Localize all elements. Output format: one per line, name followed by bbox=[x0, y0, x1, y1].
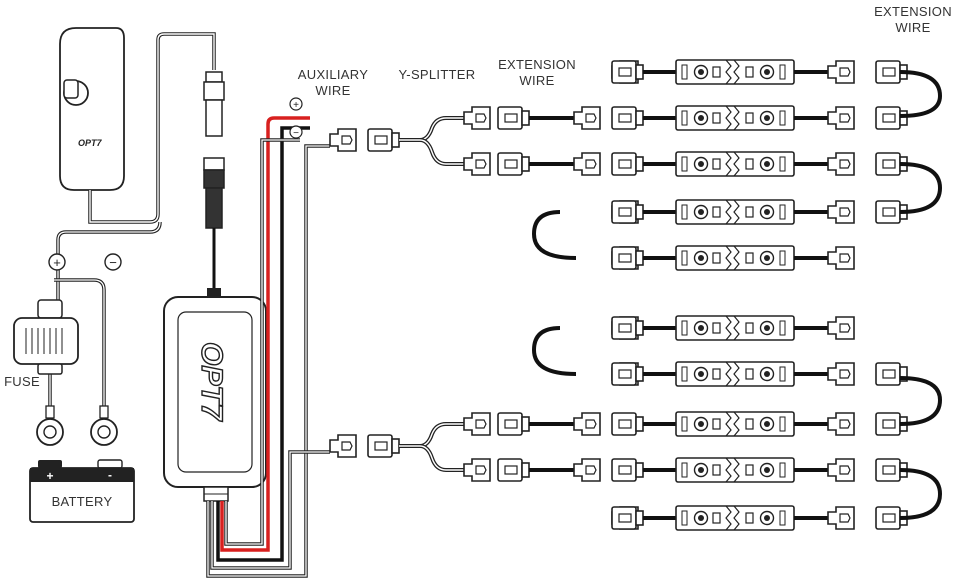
led-row-4 bbox=[611, 199, 908, 225]
led-row-2 bbox=[643, 105, 908, 131]
battery-minus: - bbox=[108, 468, 112, 482]
battery-icon: + - bbox=[29, 459, 135, 523]
label-auxiliary-line2: WIRE bbox=[315, 83, 351, 98]
label-extension-top-line2: WIRE bbox=[895, 20, 931, 35]
led-module-icon bbox=[675, 199, 795, 225]
extension-wire-icon bbox=[463, 458, 644, 482]
negative-symbol: − bbox=[109, 255, 117, 270]
label-extension-top-line1: EXTENSION bbox=[874, 4, 952, 19]
led-module-icon bbox=[675, 315, 795, 341]
led-row-10 bbox=[611, 505, 908, 531]
label-auxiliary-line1: AUXILIARY bbox=[297, 67, 369, 82]
control-box-brand: OPT7 bbox=[195, 342, 228, 422]
y-splitter-icon bbox=[367, 422, 468, 472]
extension-wire-icon bbox=[463, 412, 644, 436]
label-auxiliary-wire: AUXILIARY WIRE bbox=[290, 67, 376, 99]
led-module-icon bbox=[675, 361, 795, 387]
fuse-icon bbox=[13, 299, 79, 375]
label-extension-mid-line2: WIRE bbox=[519, 73, 555, 88]
led-module-icon bbox=[675, 151, 795, 177]
led-module-icon bbox=[675, 457, 795, 483]
label-fuse: FUSE bbox=[4, 374, 40, 389]
led-module-icon bbox=[675, 245, 795, 271]
led-row-6 bbox=[611, 315, 855, 341]
led-module-icon bbox=[675, 411, 795, 437]
led-row-3 bbox=[643, 151, 908, 177]
led-module-icon bbox=[675, 59, 795, 85]
connector-icon bbox=[329, 434, 357, 458]
connector-icon bbox=[329, 128, 357, 152]
ring-terminal-icon bbox=[90, 405, 118, 446]
led-row-5 bbox=[611, 245, 855, 271]
battery-plus: + bbox=[46, 469, 53, 483]
aux-neg-symbol: − bbox=[293, 128, 299, 139]
control-box-icon: OPT7 bbox=[163, 296, 267, 502]
led-row-1 bbox=[611, 59, 908, 85]
label-extension-wire-mid: EXTENSION WIRE bbox=[494, 57, 580, 89]
label-extension-mid-line1: EXTENSION bbox=[498, 57, 576, 72]
controller-remote-icon: OPT7 bbox=[59, 27, 125, 191]
positive-terminal-icon bbox=[48, 253, 66, 271]
label-extension-wire-top: EXTENSION WIRE bbox=[870, 4, 956, 36]
led-module-icon bbox=[675, 505, 795, 531]
extension-wire-icon bbox=[463, 106, 644, 130]
led-module-icon bbox=[675, 105, 795, 131]
led-row-9 bbox=[643, 457, 908, 483]
led-row-7 bbox=[611, 361, 908, 387]
y-splitter-icon bbox=[367, 116, 468, 166]
positive-symbol: + bbox=[53, 255, 61, 270]
led-module-array bbox=[611, 59, 908, 531]
aux-pos-symbol: + bbox=[293, 100, 299, 111]
label-battery: BATTERY bbox=[51, 494, 113, 509]
label-y-splitter: Y-SPLITTER bbox=[398, 67, 476, 82]
extension-wire-icon bbox=[463, 152, 644, 176]
led-row-8 bbox=[643, 411, 908, 437]
ring-terminal-icon bbox=[36, 405, 64, 446]
negative-terminal-icon bbox=[104, 253, 122, 271]
controller-brand: OPT7 bbox=[78, 138, 103, 148]
